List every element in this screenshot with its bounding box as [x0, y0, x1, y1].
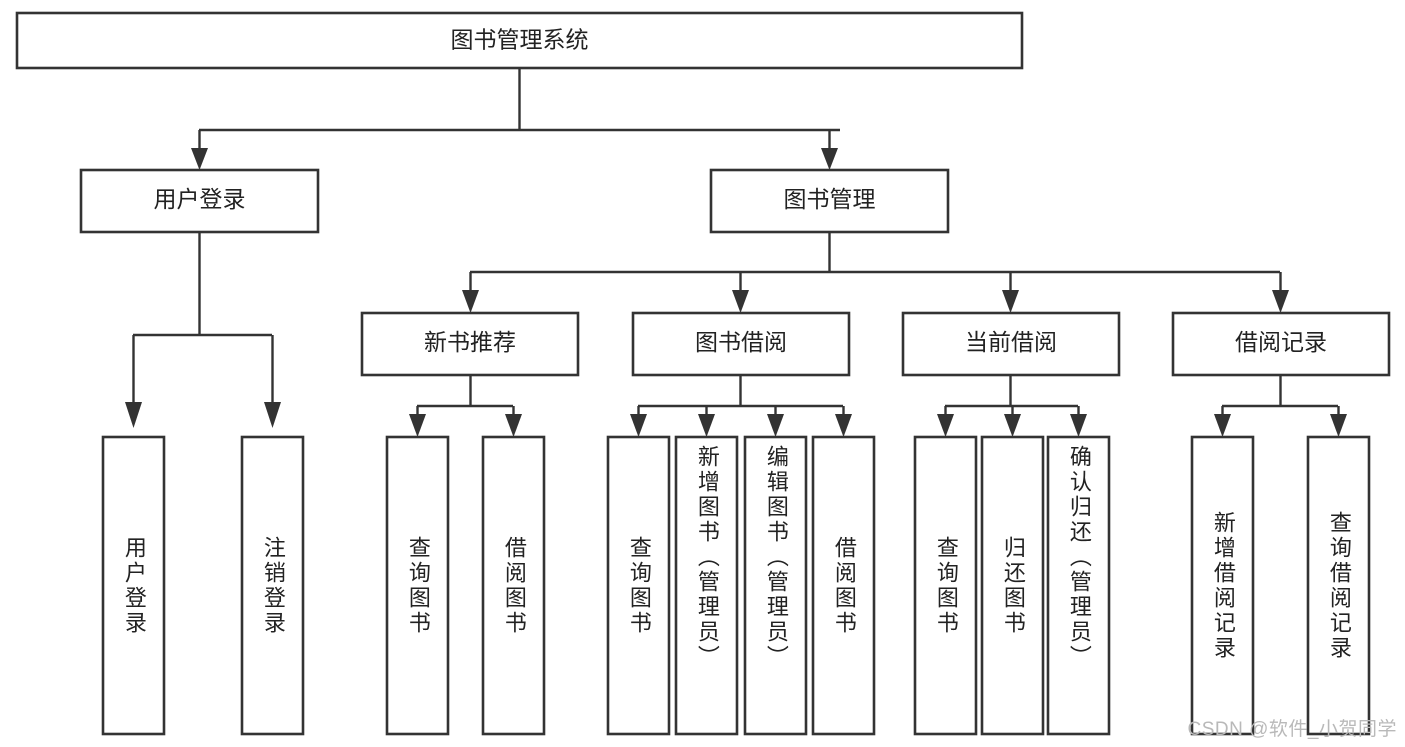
- node-book-manage-label: 图书管理: [784, 186, 876, 212]
- arrowhead-leaf-query-book-2: [630, 414, 647, 437]
- arrowhead-leaf-return-book: [1004, 414, 1021, 437]
- connector-group-root: [191, 68, 840, 170]
- node-leaf-add-book-rect[interactable]: [674, 435, 739, 736]
- arrowhead-leaf-query-book-3: [937, 414, 954, 437]
- arrowhead-current-borrow: [1002, 290, 1019, 313]
- arrowhead-borrow-record: [1272, 290, 1289, 313]
- node-book-borrow-label: 图书借阅: [695, 329, 787, 355]
- node-current-borrow-label: 当前借阅: [965, 329, 1057, 355]
- node-title-rect[interactable]: [15, 11, 1024, 70]
- node-new-book-recommend-rect[interactable]: [360, 311, 580, 377]
- connector-group-current-borrow: [937, 375, 1087, 437]
- node-current-borrow-rect[interactable]: [901, 311, 1121, 377]
- node-leaf-edit-book-rect[interactable]: [743, 435, 808, 736]
- node-borrow-record[interactable]: 借阅记录: [1171, 311, 1391, 377]
- arrowhead-book-borrow: [732, 290, 749, 313]
- node-leaf-query-book-3-rect[interactable]: [913, 435, 978, 736]
- node-leaf-add-record-rect[interactable]: [1190, 435, 1255, 736]
- arrowhead-new-book-recommend: [462, 290, 479, 313]
- node-leaf-query-book-2-rect[interactable]: [606, 435, 671, 736]
- connector-group-new-book-recommend: [409, 375, 522, 437]
- arrowhead-leaf-edit-book: [767, 414, 784, 437]
- arrowhead-leaf-borrow-book-2: [835, 414, 852, 437]
- node-leaf-confirm-return-rect[interactable]: [1046, 435, 1111, 736]
- node-book-manage[interactable]: 图书管理: [709, 168, 950, 234]
- arrowhead-leaf-query-record: [1330, 414, 1347, 437]
- node-new-book-recommend-label: 新书推荐: [424, 329, 516, 355]
- arrowhead-leaf-query-book-1: [409, 414, 426, 437]
- node-leaf-borrow-book-1-rect[interactable]: [481, 435, 546, 736]
- node-leaf-user-login-rect[interactable]: [101, 435, 166, 736]
- arrowhead-leaf-confirm-return: [1070, 414, 1087, 437]
- node-borrow-record-label: 借阅记录: [1235, 329, 1327, 355]
- node-leaf-query-book-1-rect[interactable]: [385, 435, 450, 736]
- connector-group-borrow-record: [1214, 375, 1347, 437]
- arrowhead-leaf-user-login: [125, 402, 142, 428]
- node-user-login-rect[interactable]: [79, 168, 320, 234]
- node-book-borrow-rect[interactable]: [631, 311, 851, 377]
- node-leaf-return-book-rect[interactable]: [980, 435, 1045, 736]
- arrowhead-leaf-add-record: [1214, 414, 1231, 437]
- arrowhead-leaf-borrow-book-1: [505, 414, 522, 437]
- node-leaf-borrow-book-2-rect[interactable]: [811, 435, 876, 736]
- arrowhead-leaf-logout-login: [264, 402, 281, 428]
- node-leaf-query-record-rect[interactable]: [1306, 435, 1371, 736]
- arrowhead-leaf-add-book: [698, 414, 715, 437]
- connector-group-book-borrow: [630, 375, 852, 437]
- node-current-borrow[interactable]: 当前借阅: [901, 311, 1121, 377]
- node-new-book-recommend[interactable]: 新书推荐: [360, 311, 580, 377]
- connector-group-book-manage: [462, 232, 1289, 313]
- node-user-login[interactable]: 用户登录: [79, 168, 320, 234]
- node-title[interactable]: 图书管理系统: [15, 11, 1024, 70]
- node-borrow-record-rect[interactable]: [1171, 311, 1391, 377]
- arrowhead-book-manage: [821, 148, 838, 170]
- connector-group-user-login: [125, 232, 281, 428]
- arrowhead-user-login: [191, 148, 208, 170]
- node-user-login-label: 用户登录: [154, 186, 246, 212]
- csdn-watermark: CSDN @软件_小贺同学: [1187, 719, 1397, 740]
- node-book-borrow[interactable]: 图书借阅: [631, 311, 851, 377]
- node-book-manage-rect[interactable]: [709, 168, 950, 234]
- node-leaf-logout-login-rect[interactable]: [240, 435, 305, 736]
- node-title-label: 图书管理系统: [451, 27, 589, 53]
